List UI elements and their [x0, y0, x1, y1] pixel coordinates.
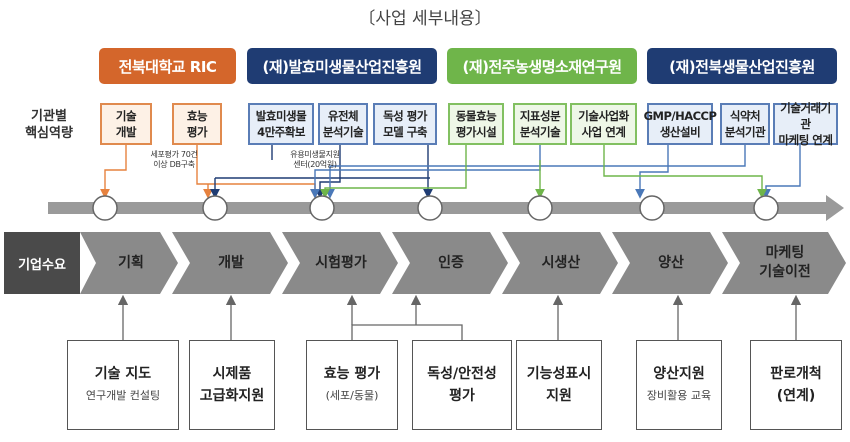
support-tech-guidance: 기술 지도 연구개발 컨설팅 — [67, 340, 179, 430]
stage-marketing-transfer: 마케팅 기술이전 — [759, 245, 811, 280]
support-main-label: 시제품 — [212, 366, 252, 382]
org-header-fermentation-institute: (재)발효미생물산업진흥원 — [247, 48, 437, 84]
support-efficacy-evaluation: 효능 평가 (세포/동물) — [306, 340, 398, 430]
cap-marketing-link: 기술거래기관 마케팅 연계 — [773, 101, 838, 147]
support-mass-production: 양산지원 장비활용 교육 — [636, 340, 722, 430]
support-main-label: 판로개척 — [770, 366, 822, 382]
org-header-jbnu-ric: 전북대학교 RIC — [99, 48, 236, 84]
core-capability-label: 기관별 핵심역량 — [25, 109, 73, 141]
support-sub-label: 장비활용 교육 — [646, 389, 712, 402]
cap-animal-efficacy: 동물효능 평가시설 — [448, 103, 504, 145]
support-sub-label: 지원 — [546, 388, 572, 404]
cap-toxicity-model: 독성 평가 모델 구축 — [373, 103, 437, 145]
support-functional-labeling: 기능성표시 지원 — [516, 340, 602, 430]
page-title: 〔사업 세부내용〕 — [358, 9, 492, 29]
cap-commercialization: 기술사업화 사업 연계 — [570, 103, 637, 145]
stage-testing: 시험평가 — [315, 254, 367, 271]
support-sub-label: (세포/동물) — [325, 389, 379, 402]
note-microbe-center: 유용미생물지원 센터(20억원) — [290, 150, 340, 169]
support-prototype: 시제품 고급화지원 — [189, 340, 275, 430]
support-main-label: 양산지원 — [653, 366, 705, 382]
stage-certification: 인증 — [438, 254, 464, 271]
cap-tech-development: 기술 개발 — [100, 103, 152, 145]
support-main-label: 기술 지도 — [94, 366, 152, 382]
support-toxicity-safety: 독성/안전성 평가 — [412, 340, 512, 430]
stage-development: 개발 — [218, 254, 244, 271]
support-main-label: 독성/안전성 — [427, 366, 497, 382]
support-market-development: 판로개척 (연계) — [750, 340, 842, 430]
note-efficacy-db: 세포평가 70건 이상 DB구축 — [150, 150, 198, 169]
stage-pilot-production: 시생산 — [541, 254, 581, 271]
support-sub-label: 연구개발 컨설팅 — [85, 389, 161, 402]
cap-marker-analysis: 지표성분 분석기술 — [513, 103, 567, 145]
support-sub-label: 평가 — [449, 388, 475, 404]
cap-microbe-collection: 발효미생물 4만주확보 — [248, 103, 314, 145]
org-header-jeonju-bio-institute: (재)전주농생명소재연구원 — [447, 48, 637, 84]
org-header-jb-bio-industry: (재)전북생물산업진흥원 — [647, 48, 837, 84]
company-demand-label: 기업수요 — [4, 232, 80, 294]
cap-genome-analysis: 유전체 분석기술 — [318, 103, 368, 145]
stage-planning: 기획 — [118, 254, 144, 271]
cap-mfds-analysis: 식약처 분석기관 — [720, 103, 770, 145]
support-main-label: 효능 평가 — [323, 366, 381, 382]
stage-mass-production: 양산 — [658, 254, 684, 271]
support-sub-label: 고급화지원 — [199, 388, 265, 404]
cap-gmp-facility: GMP/HACCP 생산설비 — [644, 103, 717, 145]
support-main-label: 기능성표시 — [526, 366, 592, 382]
cap-efficacy-evaluation: 효능 평가 — [172, 103, 222, 145]
support-sub-label: (연계) — [776, 388, 816, 404]
